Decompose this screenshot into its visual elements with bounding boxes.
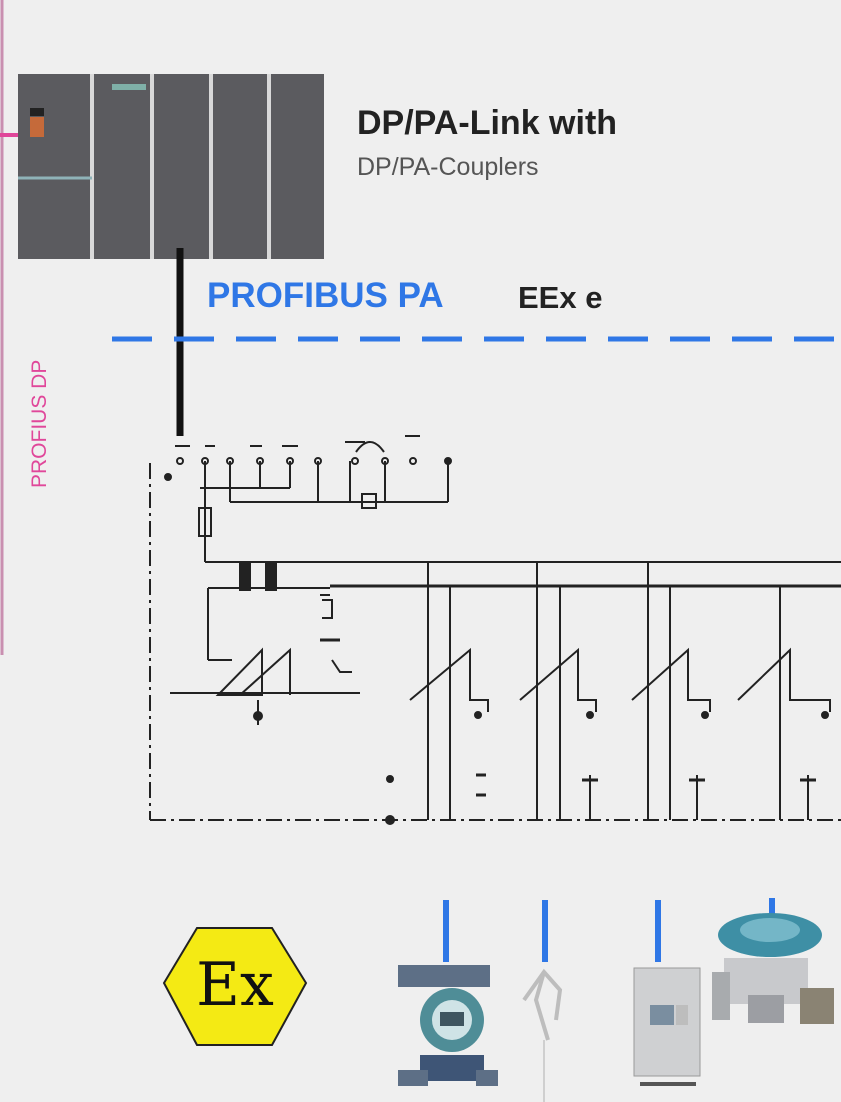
link-subtitle: DP/PA-Couplers bbox=[357, 153, 539, 181]
spur-cables bbox=[443, 898, 775, 962]
dp-pa-link-rack bbox=[18, 74, 324, 259]
profibus-dp-line bbox=[0, 0, 20, 655]
ex-hexagon-icon bbox=[162, 927, 308, 1046]
pressure-transmitter-icon bbox=[398, 965, 498, 1086]
profibus-dp-label: PROFIUS DP bbox=[28, 359, 51, 488]
valve-positioner-icon bbox=[712, 913, 834, 1024]
spur-channels bbox=[164, 473, 831, 825]
link-title: DP/PA-Link with bbox=[357, 104, 618, 142]
profibus-pa-label: PROFIBUS PA bbox=[207, 276, 444, 315]
control-unit-icon bbox=[633, 967, 701, 1086]
coupler-schematic bbox=[170, 435, 841, 725]
temperature-sensor-icon bbox=[522, 968, 563, 1102]
protection-type-label: EEx e bbox=[518, 280, 603, 315]
terminal-row bbox=[175, 435, 452, 465]
coupler-enclosure bbox=[149, 463, 841, 821]
ex-symbol-text: Ex bbox=[196, 950, 274, 1020]
